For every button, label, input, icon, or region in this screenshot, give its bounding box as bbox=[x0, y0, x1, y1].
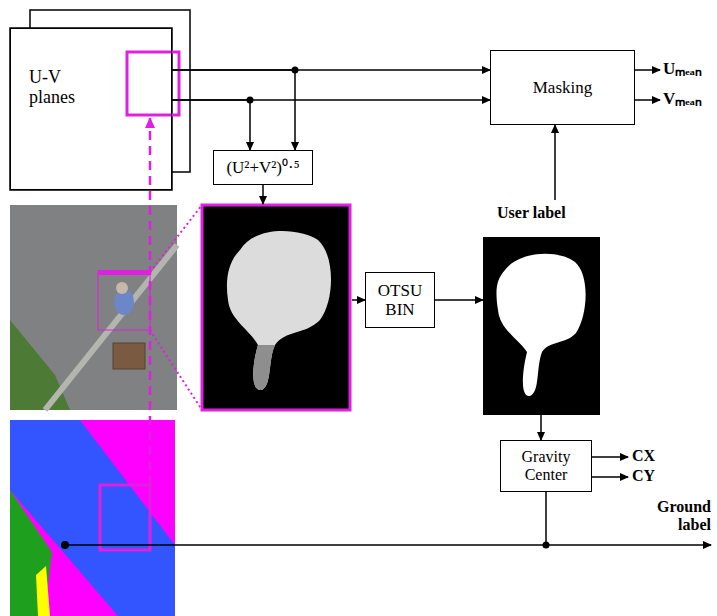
signal-connector bbox=[172, 70, 295, 150]
output-arrow bbox=[592, 476, 628, 478]
roi-box bbox=[100, 485, 150, 550]
person-head bbox=[116, 282, 128, 294]
flow-arrow bbox=[435, 299, 483, 301]
output-arrow bbox=[635, 69, 660, 71]
zoom-line bbox=[150, 205, 202, 272]
process-box: Masking bbox=[490, 50, 635, 125]
flow-arrow bbox=[352, 299, 365, 301]
box-text: Masking bbox=[533, 78, 593, 97]
curb bbox=[45, 245, 177, 410]
binary-blob bbox=[496, 254, 585, 396]
formula-box: (U²+V²)⁰·⁵ bbox=[213, 150, 313, 185]
magnitude-image bbox=[202, 205, 350, 410]
aerial-photo bbox=[10, 205, 177, 410]
object-region bbox=[36, 566, 50, 616]
output-label: Ground label bbox=[631, 498, 711, 535]
process-box: Gravity Center bbox=[500, 440, 592, 492]
magnitude-tail bbox=[253, 345, 275, 390]
flow-arrow bbox=[262, 185, 264, 204]
node-heading: User label bbox=[497, 204, 566, 222]
ground-wire bbox=[545, 492, 547, 545]
image-node: User label bbox=[483, 200, 600, 415]
zoom-line bbox=[150, 330, 202, 410]
projection-arrow bbox=[149, 118, 152, 485]
magnitude-blob bbox=[227, 231, 331, 390]
grass-region bbox=[10, 490, 52, 616]
output-label: CX bbox=[632, 447, 655, 465]
box-text: OTSU BIN bbox=[374, 281, 426, 319]
output-arrow bbox=[635, 99, 660, 101]
node-heading: U-V planes bbox=[29, 67, 93, 107]
output-label: CY bbox=[632, 467, 655, 485]
detection-box bbox=[98, 272, 150, 330]
signal-connector bbox=[554, 125, 556, 200]
box-text: (U²+V²)⁰·⁵ bbox=[226, 158, 299, 177]
signal-connector bbox=[540, 415, 542, 440]
ground-arrow bbox=[65, 544, 711, 546]
binary-image bbox=[483, 237, 600, 415]
output-arrow bbox=[592, 456, 628, 458]
planes-box: U-V planes bbox=[10, 28, 172, 190]
grass bbox=[10, 320, 70, 410]
manhole bbox=[113, 343, 145, 369]
output-label: Uₘₑₐₙ bbox=[663, 59, 702, 79]
process-box: OTSU BIN bbox=[365, 272, 435, 328]
detection-tag bbox=[98, 270, 150, 275]
output-label: Vₘₑₐₙ bbox=[663, 89, 702, 109]
signal-connector bbox=[172, 100, 250, 150]
box-text: Gravity Center bbox=[510, 448, 582, 484]
